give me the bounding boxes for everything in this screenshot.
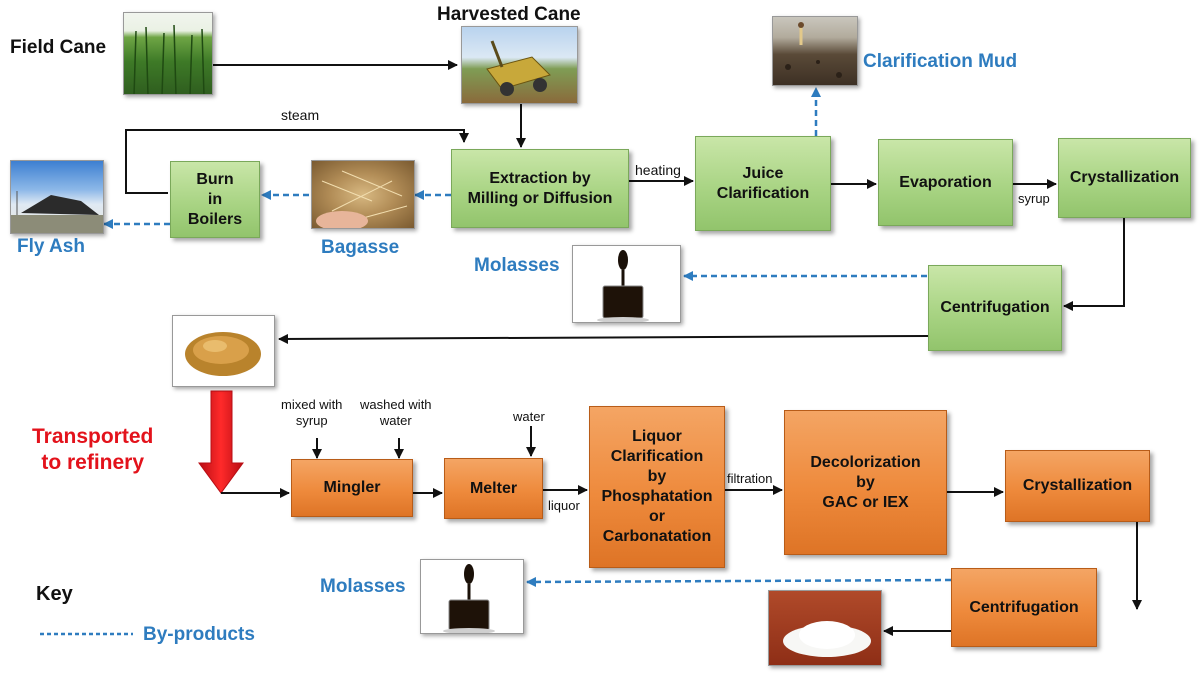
burn-in-boilers-box: Burn in Boilers	[170, 161, 260, 238]
mingler-box: Mingler	[291, 459, 413, 517]
bagasse-photo	[311, 160, 415, 229]
fly-ash-label: Fly Ash	[17, 236, 85, 257]
melter-box: Melter	[444, 458, 543, 519]
steam-label: steam	[281, 107, 320, 123]
mixed-with-syrup-label: mixed with syrup	[281, 397, 343, 428]
liquor-label: liquor	[548, 498, 580, 513]
field-cane-photo	[123, 12, 213, 95]
evaporation-box: Evaporation	[878, 139, 1013, 226]
raw-sugar-photo	[172, 315, 275, 387]
heating-label: heating	[635, 162, 681, 178]
centrifugation-box-2: Centrifugation	[951, 568, 1097, 647]
harvested-cane-label: Harvested Cane	[437, 4, 581, 25]
key-byproducts-label: By-products	[143, 624, 255, 645]
ash-pile-photo	[10, 160, 104, 234]
molasses-beaker-photo	[572, 245, 681, 323]
key-title: Key	[36, 583, 73, 605]
arrow-steam-loop	[125, 129, 469, 194]
transport-arrow	[198, 390, 244, 494]
molasses-label-1: Molasses	[474, 255, 560, 276]
mud-field-photo	[772, 16, 858, 86]
centrifugation-box: Centrifugation	[928, 265, 1062, 351]
decolorization-box: Decolorization by GAC or IEX	[784, 410, 947, 555]
arrow-cryst-to-centrif	[1063, 218, 1125, 311]
field-cane-label: Field Cane	[10, 37, 107, 58]
crystallization-box-2: Crystallization	[1005, 450, 1150, 522]
juice-clarification-box: Juice Clarification	[695, 136, 831, 231]
white-sugar-photo	[768, 590, 882, 666]
filtration-label: filtration	[727, 471, 773, 486]
syrup-label: syrup	[1018, 191, 1050, 206]
water-label: water	[513, 409, 545, 424]
bagasse-label: Bagasse	[321, 237, 400, 258]
extraction-box: Extraction by Milling or Diffusion	[451, 149, 629, 228]
clarification-mud-label: Clarification Mud	[863, 51, 1018, 72]
washed-with-water-label: washed with water	[360, 397, 432, 428]
byproduct-molasses-2-arrow	[526, 576, 952, 587]
liquor-clarification-box: Liquor Clarification by Phosphatation or…	[589, 406, 725, 568]
molasses-label-2: Molasses	[320, 576, 406, 597]
molasses-beaker-photo-2	[420, 559, 524, 634]
crystallization-box: Crystallization	[1058, 138, 1191, 218]
arrow-centrif-to-raw-sugar	[278, 333, 929, 344]
harvester-photo	[461, 26, 578, 104]
transported-label: Transported to refinery	[32, 425, 154, 474]
